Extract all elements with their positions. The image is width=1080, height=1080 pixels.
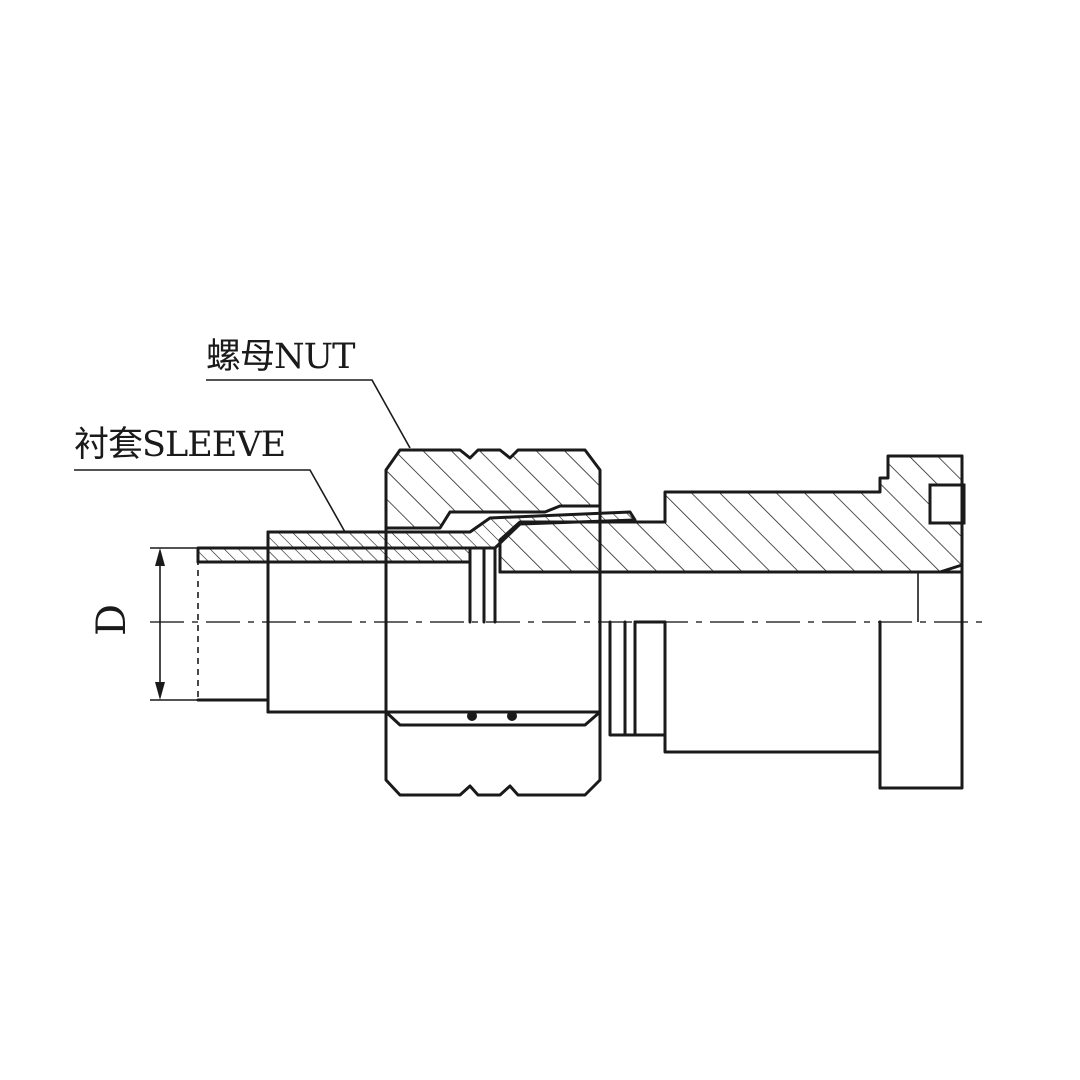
nut-leader-line (206, 379, 411, 449)
nut-groove-mark (507, 711, 517, 721)
sleeve-label: 衬套SLEEVE (74, 425, 286, 465)
sleeve-leader-line (74, 469, 346, 533)
tube-wall-section (196, 546, 472, 564)
leader-lines (74, 379, 411, 533)
nut (384, 448, 602, 797)
tube (196, 546, 472, 702)
fitting-body (498, 454, 966, 790)
dimension-label: D (89, 603, 136, 637)
dimension-d (150, 547, 198, 701)
nut-label: 螺母NUT (206, 337, 355, 377)
nut-groove-mark (467, 711, 477, 721)
nut-section-upper (384, 448, 602, 530)
body-port (928, 483, 966, 525)
